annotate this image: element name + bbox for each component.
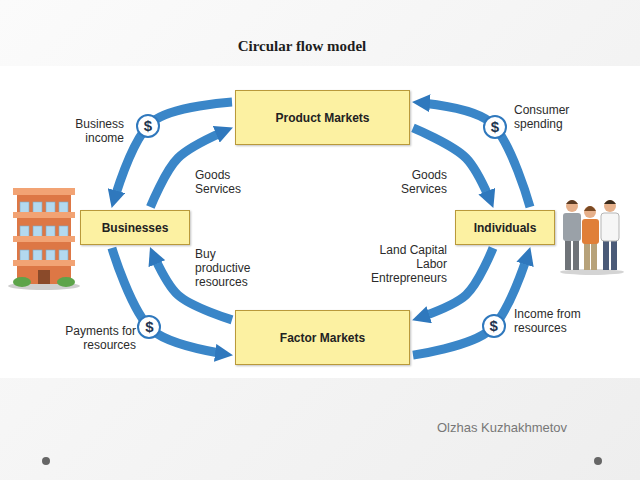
leg bbox=[603, 240, 609, 270]
hair bbox=[566, 200, 578, 204]
box-label: Individuals bbox=[474, 221, 537, 235]
leg bbox=[611, 240, 617, 270]
market-box: Product Markets bbox=[235, 90, 410, 145]
hair bbox=[604, 200, 616, 204]
leg bbox=[584, 243, 590, 270]
flow-label: Goods Services bbox=[195, 168, 241, 196]
floor-band bbox=[13, 188, 75, 195]
slide-dot bbox=[42, 457, 50, 465]
body bbox=[601, 213, 619, 241]
floor-band bbox=[13, 236, 75, 242]
building-icon bbox=[8, 188, 80, 290]
money-symbol: $ bbox=[483, 115, 507, 139]
hair bbox=[584, 206, 596, 211]
door bbox=[38, 270, 50, 284]
slide-dot bbox=[594, 457, 602, 465]
market-box: Factor Markets bbox=[235, 310, 410, 365]
box-label: Businesses bbox=[102, 221, 169, 235]
body bbox=[582, 219, 599, 244]
watermark: Olzhas Kuzhakhmetov bbox=[437, 420, 567, 435]
diagram-title: Circular flow model bbox=[238, 38, 367, 55]
leg bbox=[573, 240, 579, 270]
market-box: Individuals bbox=[455, 210, 555, 245]
body bbox=[563, 213, 581, 241]
bush bbox=[13, 277, 31, 287]
flow-label: Buy productive resources bbox=[195, 247, 250, 289]
floor-band bbox=[13, 212, 75, 218]
floor-band bbox=[13, 260, 75, 266]
people-icon bbox=[560, 200, 624, 275]
head bbox=[604, 200, 616, 212]
head bbox=[584, 206, 596, 218]
flow-label: Land Capital Labor Entrepreneurs bbox=[371, 243, 447, 285]
money-symbol: $ bbox=[482, 314, 506, 338]
bush bbox=[57, 277, 75, 287]
windows bbox=[18, 196, 70, 268]
flow-label: Consumer spending bbox=[514, 103, 569, 131]
flow-label: Goods Services bbox=[401, 168, 447, 196]
head bbox=[566, 200, 578, 212]
leg bbox=[565, 240, 571, 270]
market-box: Businesses bbox=[80, 210, 190, 245]
flow-label: Income from resources bbox=[514, 307, 594, 335]
flow-label: Business income bbox=[75, 117, 124, 145]
white-band bbox=[0, 66, 640, 378]
box-label: Product Markets bbox=[275, 111, 369, 125]
money-symbol: $ bbox=[136, 114, 160, 138]
box-label: Factor Markets bbox=[280, 331, 365, 345]
flow-label: Payments for resources bbox=[56, 324, 136, 352]
leg bbox=[591, 243, 597, 270]
